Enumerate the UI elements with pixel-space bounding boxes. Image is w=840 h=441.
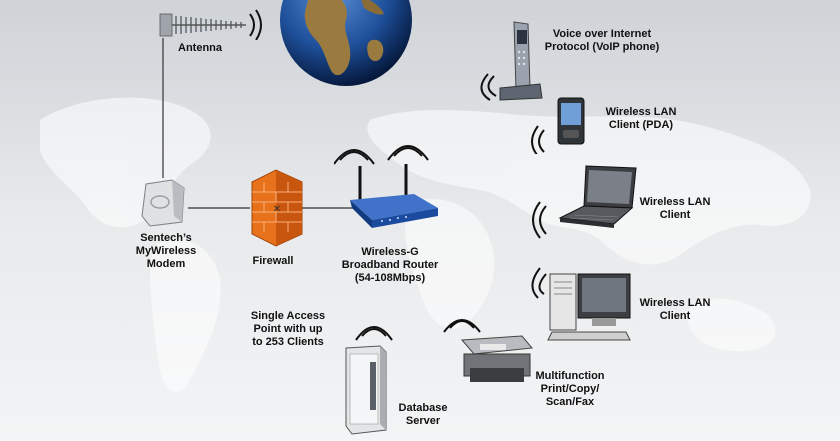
modem-label: Sentech’s MyWireless Modem xyxy=(135,232,197,270)
pda-label: Wireless LAN Client (PDA) xyxy=(605,106,677,131)
modem-icon xyxy=(141,179,185,227)
database-server-icon xyxy=(345,326,393,435)
database-server-label: Database Server xyxy=(398,402,448,427)
access-point-label: Single Access Point with up to 253 Clien… xyxy=(250,310,326,348)
printer-icon xyxy=(443,319,533,382)
router-icon xyxy=(334,145,438,228)
pda-icon xyxy=(531,97,585,154)
desktop-icon xyxy=(531,267,631,341)
firewall-label: Firewall xyxy=(252,255,294,267)
laptop-icon xyxy=(532,165,637,239)
desktop-label: Wireless LAN Client xyxy=(639,297,711,322)
antenna-icon xyxy=(159,9,262,40)
svg-text:✕: ✕ xyxy=(273,204,281,215)
voip-label: Voice over Internet Protocol (VoIP phone… xyxy=(544,28,660,53)
laptop-label: Wireless LAN Client xyxy=(639,196,711,221)
printer-label: Multifunction Print/Copy/ Scan/Fax xyxy=(535,370,605,408)
antenna-label: Antenna xyxy=(178,42,222,54)
globe-icon xyxy=(280,0,412,86)
router-label: Wireless-G Broadband Router (54-108Mbps) xyxy=(341,246,439,284)
firewall-icon: ✕ xyxy=(251,169,303,247)
voip-phone-icon xyxy=(480,21,543,101)
